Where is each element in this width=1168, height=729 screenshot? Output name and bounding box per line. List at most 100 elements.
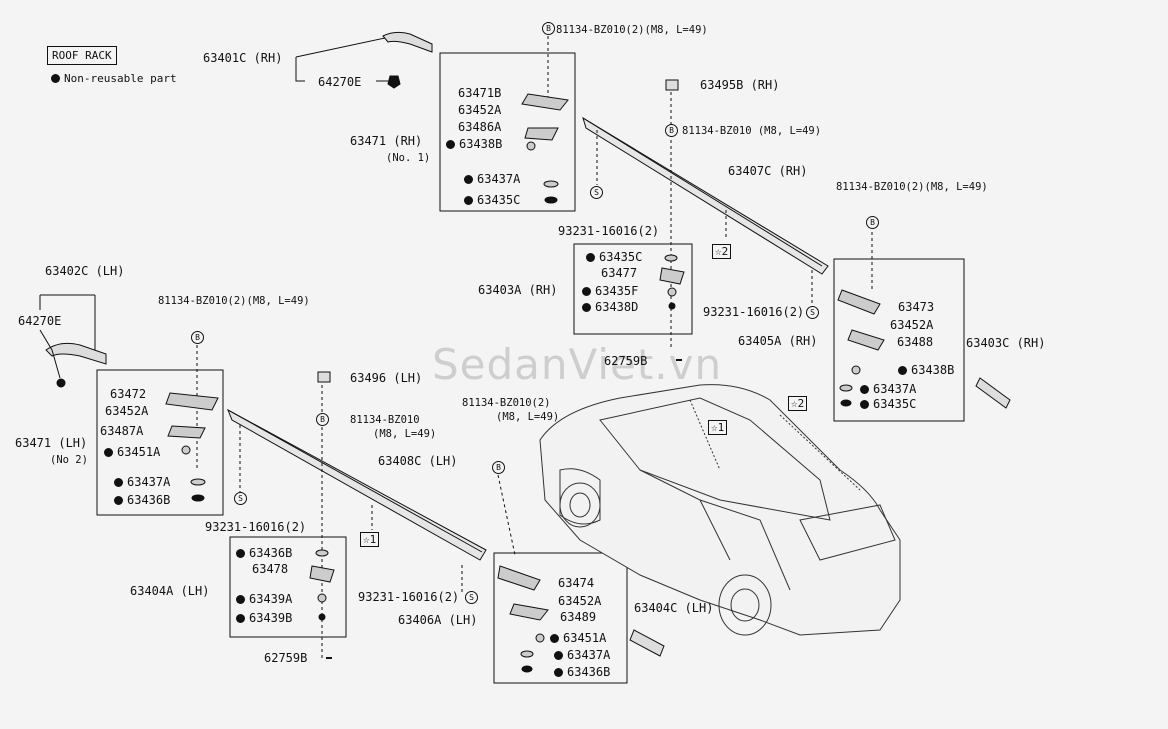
- label-63471-lh: 63471 (LH): [15, 436, 88, 450]
- label-63402c: 63402C (LH): [45, 264, 125, 278]
- label-63438b: 63438B: [446, 137, 502, 151]
- label-63436b-b: 63436B: [236, 546, 292, 560]
- label-63401c: 63401C (RH): [203, 51, 283, 65]
- label-81134-mid: 81134-BZ010 (M8, L=49): [682, 125, 822, 137]
- label-93231-center: 93231-16016(2): [358, 590, 460, 604]
- end-cap-63401c: [382, 31, 433, 53]
- label-63437a-r: 63437A: [860, 382, 916, 396]
- label-63439b: 63439B: [236, 611, 292, 625]
- label-63437a-l: 63437A: [114, 475, 170, 489]
- watermark: SedanViet.vn: [432, 340, 723, 389]
- box-63471-lh: [96, 369, 224, 516]
- non-reusable-dot-icon: [236, 595, 245, 604]
- label-63405a: 63405A (RH): [738, 334, 818, 348]
- label-63435c: 63435C: [464, 193, 520, 207]
- label-63496: 63496 (LH): [350, 371, 423, 385]
- label-63473: 63473: [898, 300, 935, 314]
- bracket-63471b: [521, 93, 569, 111]
- bracket-63472: [165, 392, 219, 411]
- label-62759b-bot: 62759B: [264, 651, 308, 665]
- label-63407c: 63407C (RH): [728, 164, 808, 178]
- label-63438b-r: 63438B: [898, 363, 954, 377]
- label-93231-left: 93231-16016(2): [205, 520, 307, 534]
- box-63471-rh: [439, 52, 576, 212]
- label-63478: 63478: [252, 562, 289, 576]
- rail-63407c: [582, 116, 829, 275]
- non-reusable-dot-icon: [104, 448, 113, 457]
- bolt-symbol: B: [665, 124, 678, 137]
- label-81134-left: 81134-BZ010(2)(M8, L=49): [158, 295, 310, 307]
- label-63437a-c: 63437A: [554, 648, 610, 662]
- non-reusable-dot-icon: [464, 196, 473, 205]
- label-63452a-c: 63452A: [558, 594, 602, 608]
- end-cap-63403c: [975, 377, 1011, 409]
- non-reusable-dot-icon: [446, 140, 455, 149]
- label-63435c-2: 63435C: [586, 250, 642, 264]
- label-63451a-l: 63451A: [104, 445, 160, 459]
- non-reusable-dot-icon: [236, 549, 245, 558]
- label-63436b-l: 63436B: [114, 493, 170, 507]
- label-63406a: 63406A (LH): [398, 613, 478, 627]
- label-64270e-left: 64270E: [18, 314, 62, 328]
- label-81134-center-b: (M8, L=49): [496, 411, 560, 423]
- bolt-symbol: B: [542, 22, 555, 35]
- label-93231-right: 93231-16016(2): [703, 305, 805, 319]
- label-63452a: 63452A: [458, 103, 502, 117]
- label-63489: 63489: [560, 610, 597, 624]
- non-reusable-dot-icon: [554, 651, 563, 660]
- label-63403c: 63403C (RH): [966, 336, 1046, 350]
- non-reusable-dot-icon: [582, 287, 591, 296]
- label-93231-top: 93231-16016(2): [558, 224, 660, 238]
- non-reusable-dot-icon: [550, 634, 559, 643]
- clip-64270e: [387, 75, 401, 89]
- non-reusable-dot-icon: [114, 478, 123, 487]
- label-63404a: 63404A (LH): [130, 584, 210, 598]
- label-63452a-l: 63452A: [105, 404, 149, 418]
- label-63495b: 63495B (RH): [700, 78, 780, 92]
- bolt-symbol: B: [492, 461, 505, 474]
- label-63472: 63472: [110, 387, 147, 401]
- label-63403a: 63403A (RH): [478, 283, 558, 297]
- label-63477: 63477: [601, 266, 638, 280]
- star-ref-1: ☆1: [708, 420, 728, 435]
- label-63435f: 63435F: [582, 284, 638, 298]
- screw-symbol: S: [590, 186, 603, 199]
- rail-63408c: [227, 408, 487, 561]
- label-63471-lh-no: (No 2): [50, 454, 88, 466]
- screw-symbol: S: [806, 306, 819, 319]
- label-63436b-c: 63436B: [554, 665, 610, 679]
- label-81134-top: 81134-BZ010(2)(M8, L=49): [556, 24, 708, 36]
- non-reusable-dot-icon: [554, 668, 563, 677]
- non-reusable-dot-icon: [51, 74, 60, 83]
- label-62759b-top: 62759B: [604, 354, 648, 368]
- end-cap-63402c: [45, 342, 107, 365]
- label-63408c: 63408C (LH): [378, 454, 458, 468]
- non-reusable-dot-icon: [582, 303, 591, 312]
- screw-symbol: S: [234, 492, 247, 505]
- box-63405a: [833, 258, 965, 422]
- label-81134-lhrail-a: 81134-BZ010: [350, 414, 420, 426]
- bolt-symbol: B: [191, 331, 204, 344]
- label-81134-lhrail-b: (M8, L=49): [373, 428, 437, 440]
- non-reusable-dot-icon: [860, 385, 869, 394]
- bracket-63477: [659, 267, 685, 285]
- label-63471-rh: 63471 (RH): [350, 134, 423, 148]
- label-63474: 63474: [558, 576, 595, 590]
- non-reusable-dot-icon: [464, 175, 473, 184]
- end-cap-63404c: [629, 629, 665, 657]
- label-63404c: 63404C (LH): [634, 601, 714, 615]
- vehicle-illustration: [539, 384, 901, 636]
- non-reusable-dot-icon: [586, 253, 595, 262]
- label-63471b: 63471B: [458, 86, 502, 100]
- box-63404a: [229, 536, 347, 638]
- label-63438d: 63438D: [582, 300, 638, 314]
- label-81134-right: 81134-BZ010(2)(M8, L=49): [836, 181, 988, 193]
- screw-symbol: S: [465, 591, 478, 604]
- non-reusable-dot-icon: [898, 366, 907, 375]
- label-63437a: 63437A: [464, 172, 520, 186]
- label-63439a: 63439A: [236, 592, 292, 606]
- legend-note-text: Non-reusable part: [64, 72, 177, 85]
- bracket-63473: [837, 289, 881, 315]
